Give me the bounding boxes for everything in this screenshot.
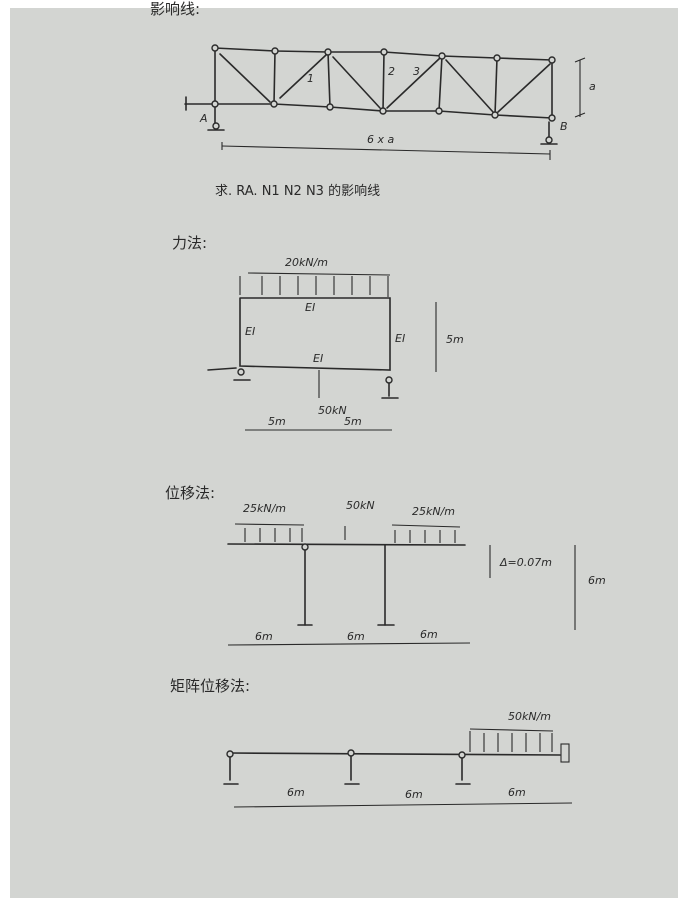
span-1-label: 6m: [255, 630, 273, 643]
span-right-label: 5m: [344, 415, 362, 428]
span-1-label: 6m: [287, 786, 305, 799]
truss-heading: 影响线:: [150, 0, 200, 18]
matrix-method-heading: 矩阵位移法:: [170, 677, 250, 695]
member-3-label: 3: [413, 65, 420, 78]
distributed-load-label: 50kN/m: [508, 710, 551, 723]
span-3-label: 6m: [508, 786, 526, 799]
matrix-method-beam: 矩阵位移法: 50kN/m 6m 6m 6m: [170, 677, 573, 808]
point-load-label: 50kN: [318, 404, 347, 417]
ei-left-label: EI: [245, 325, 255, 338]
height-label: 5m: [446, 333, 464, 346]
displacement-method-frame: 位移法: 25kN/m 50kN 25kN/m Δ=0.07m 6m 6m 6m…: [165, 484, 606, 646]
left-load-label: 25kN/m: [243, 502, 286, 515]
force-method-frame: 力法: 20kN/m EI EI EI EI 5m 50kN 5m 5m: [172, 234, 464, 431]
height-label: 6m: [588, 574, 606, 587]
right-load-label: 25kN/m: [412, 505, 455, 518]
displacement-method-heading: 位移法:: [165, 484, 215, 502]
ei-top-label: EI: [305, 301, 315, 314]
paper-sheet: [10, 8, 678, 898]
member-2-label: 2: [388, 65, 395, 78]
span-2-label: 6m: [405, 788, 423, 801]
member-1-label: 1: [307, 72, 314, 85]
force-method-heading: 力法:: [172, 234, 207, 252]
span-left-label: 5m: [268, 415, 286, 428]
point-load-label: 50kN: [346, 499, 375, 512]
ei-bottom-label: EI: [313, 352, 323, 365]
ei-right-label: EI: [395, 332, 405, 345]
span-label: 6 x a: [367, 133, 395, 146]
span-3-label: 6m: [420, 628, 438, 641]
support-a-label: A: [199, 112, 208, 125]
height-a-label: a: [589, 80, 596, 93]
distributed-load-label: 20kN/m: [285, 256, 328, 269]
span-2-label: 6m: [347, 630, 365, 643]
support-b-label: B: [560, 120, 568, 133]
truss-question: 求. RA. N1 N2 N3 的影响线: [215, 183, 380, 199]
settlement-label: Δ=0.07m: [499, 556, 552, 569]
truss-diagram: 影响线: 1 2 3 a A B 6 x a 求. RA. N1 N2 N3 的…: [150, 0, 596, 199]
